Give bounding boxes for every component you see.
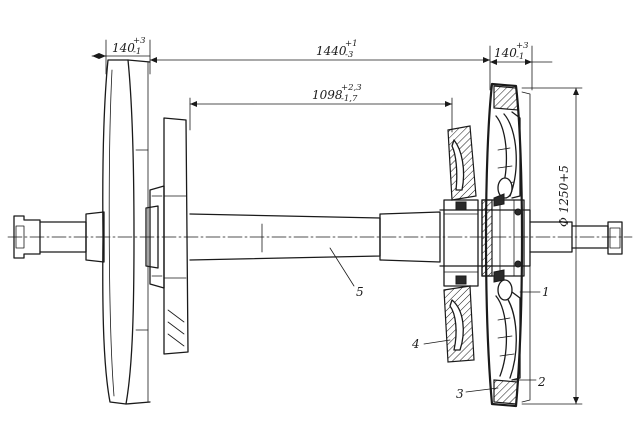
dim-left-wheel-width: 140 +3 -1 xyxy=(112,36,146,57)
part-label-2: 2 xyxy=(537,375,546,389)
dim-span-lower: -1,7 xyxy=(341,94,358,104)
left-wheel xyxy=(102,59,151,405)
dim-inner-span: 1098 +2,3 -1,7 xyxy=(312,83,362,104)
dim-spacing-upper: +1 xyxy=(345,39,358,49)
dim-right-upper: +3 xyxy=(516,41,529,51)
part-label-3: 3 xyxy=(456,387,464,401)
axle xyxy=(7,205,633,269)
dim-right-wheel-width: 140 +3 -1 xyxy=(494,41,529,62)
dim-wheel-spacing: 1440 +1 -3 xyxy=(316,39,358,60)
gear-coupling xyxy=(443,125,479,363)
right-wheel xyxy=(481,82,531,408)
dim-spacing-lower: -3 xyxy=(345,50,353,60)
dim-right-lower: -1 xyxy=(516,52,524,62)
part-label-5: 5 xyxy=(356,285,364,299)
part-label-1: 1 xyxy=(542,285,550,299)
dim-span-nominal: 1098 xyxy=(312,88,343,102)
part-label-4: 4 xyxy=(411,337,420,351)
dim-span-upper: +2,3 xyxy=(341,83,362,93)
dim-wheel-diameter: Φ 1250+5 xyxy=(557,165,571,227)
dim-right-nominal: 140 xyxy=(494,46,517,60)
dim-left-lower: -1 xyxy=(133,47,141,57)
dim-left-upper: +3 xyxy=(133,36,146,46)
dim-spacing-nominal: 1440 xyxy=(316,44,347,58)
left-disc xyxy=(149,117,189,355)
dim-left-nominal: 140 xyxy=(112,41,135,55)
dimension-lines xyxy=(91,39,583,405)
